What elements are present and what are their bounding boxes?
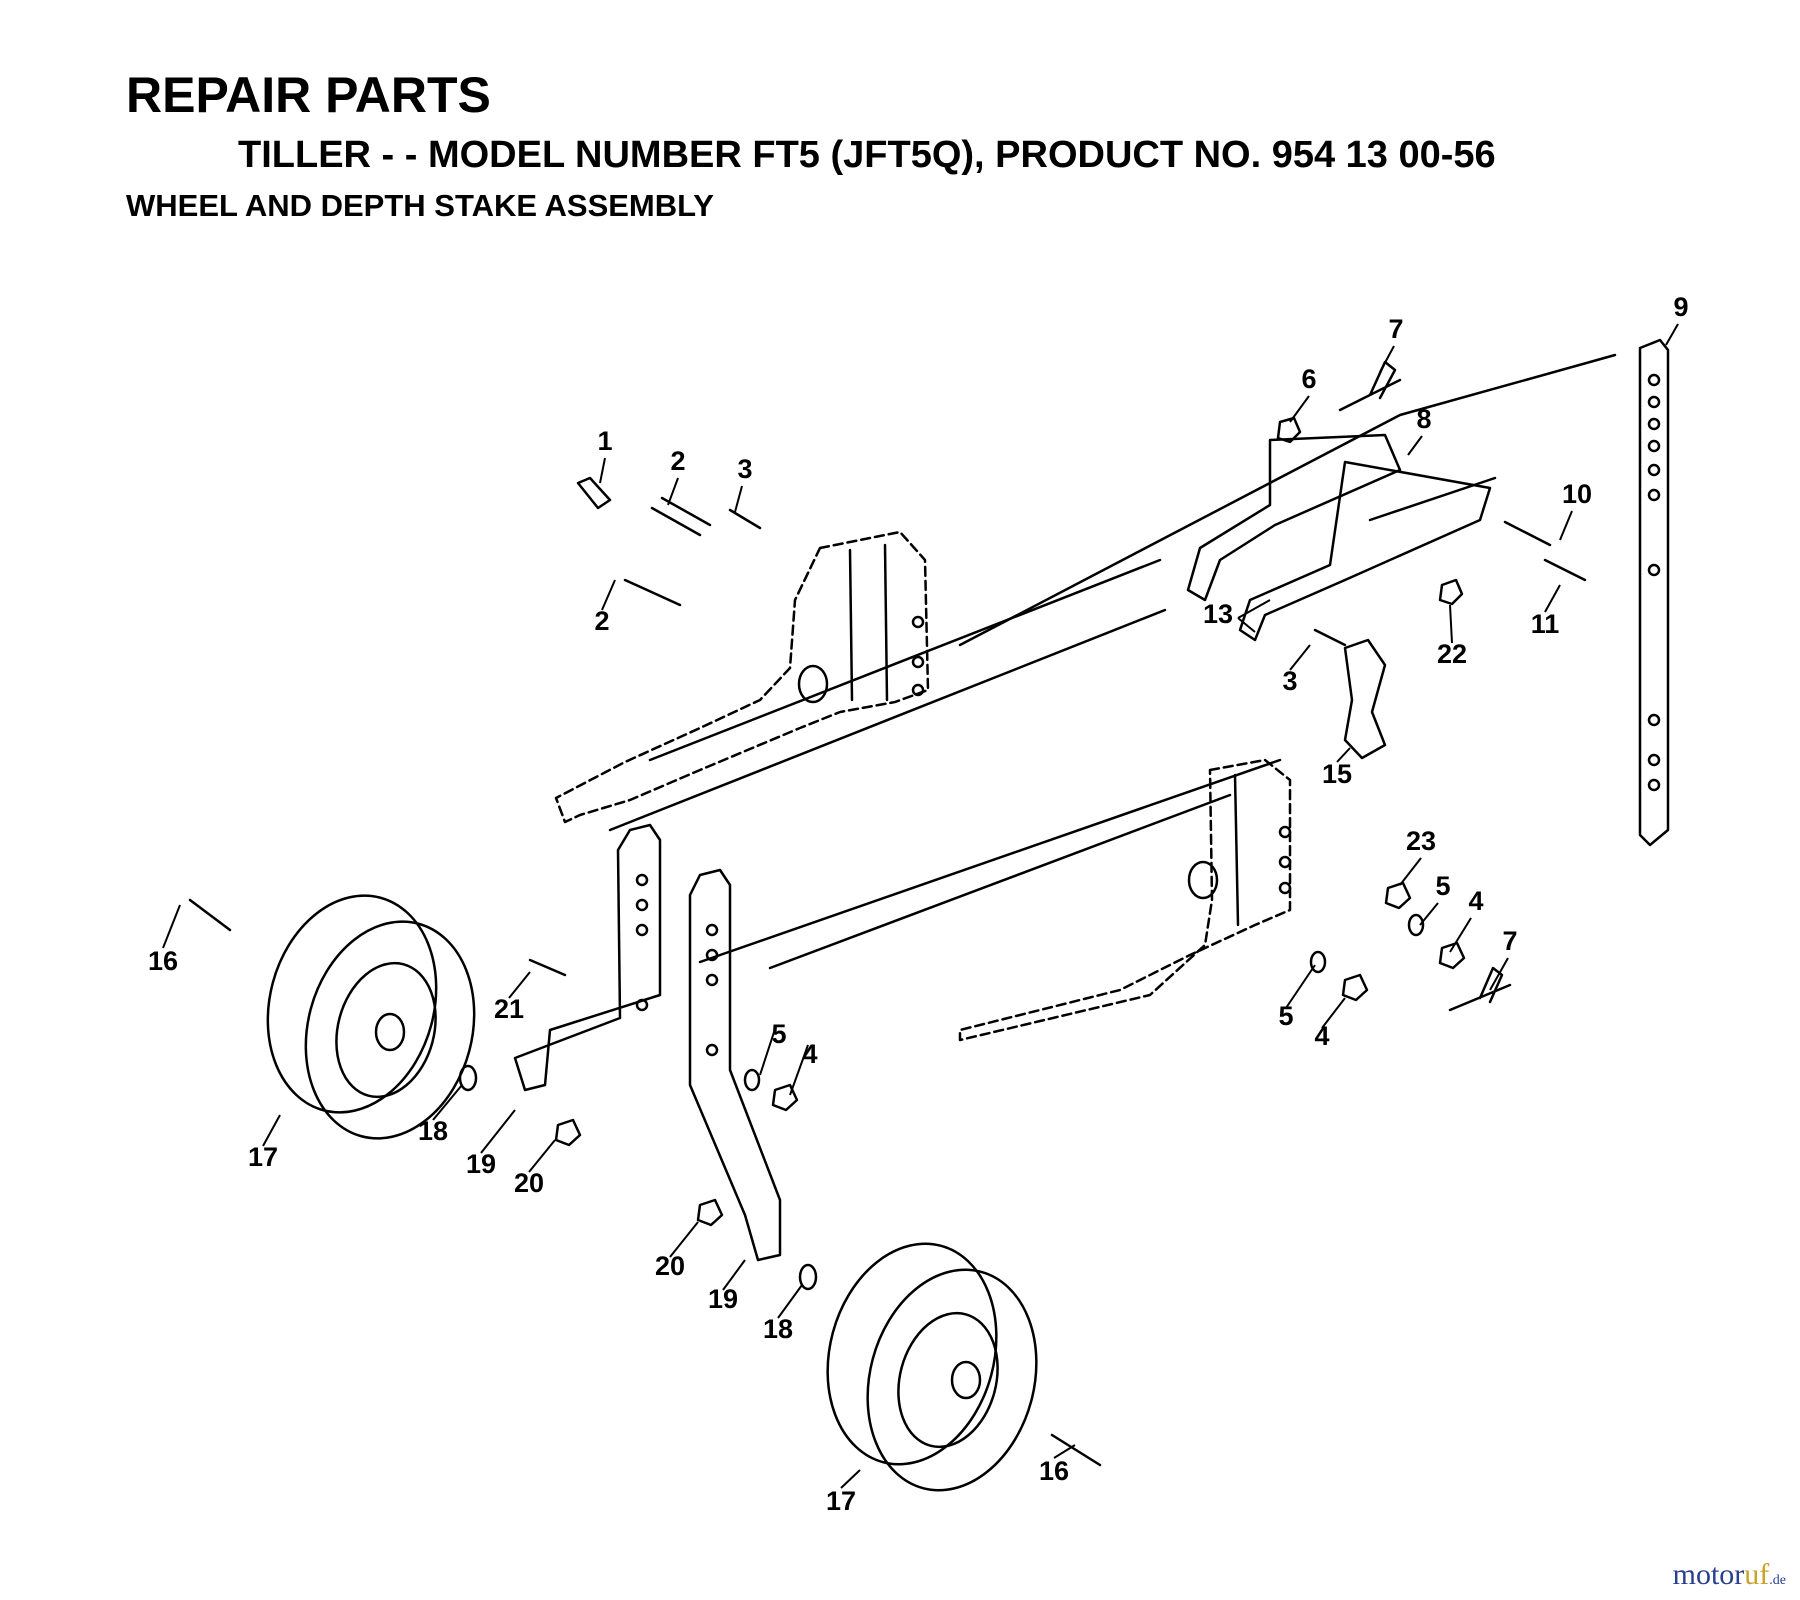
callout-23: 23: [1406, 826, 1436, 856]
callout-3: 3: [1282, 666, 1297, 696]
depth-stake-plate: [1186, 433, 1492, 642]
callout-19: 19: [466, 1149, 496, 1179]
callout-2: 2: [670, 446, 685, 476]
callout-17: 17: [826, 1486, 856, 1516]
front-bracket-frame: [958, 758, 1292, 1042]
depth-stake-bar: [1638, 338, 1670, 847]
tie-line: [768, 793, 1232, 970]
callout-6: 6: [1301, 364, 1316, 394]
callout-10: 10: [1562, 479, 1592, 509]
wheel-right: [826, 1242, 1038, 1492]
nut-hardware: [554, 416, 1466, 1227]
tie-line: [958, 353, 1617, 647]
callout-13: 13: [1203, 599, 1233, 629]
tie-line: [608, 608, 1167, 832]
tie-line: [698, 758, 1282, 964]
callout-20: 20: [514, 1168, 544, 1198]
callout-18: 18: [763, 1314, 793, 1344]
callout-18: 18: [418, 1116, 448, 1146]
wheel-arm-right: [688, 868, 782, 1262]
watermark: motoruf.de: [1672, 1558, 1786, 1591]
callout-7: 7: [1502, 926, 1517, 956]
callout-4: 4: [1468, 886, 1483, 916]
callout-15: 15: [1322, 759, 1352, 789]
callout-17: 17: [248, 1142, 278, 1172]
callout-7: 7: [1388, 314, 1403, 344]
callout-2: 2: [594, 606, 609, 636]
wheel-left: [266, 894, 476, 1140]
callout-3: 3: [737, 454, 752, 484]
callout-8: 8: [1416, 404, 1431, 434]
callout-4: 4: [802, 1039, 817, 1069]
hair-pin-clip: [1338, 360, 1512, 1012]
wheel-arm-left: [513, 823, 662, 1092]
callout-11: 11: [1531, 609, 1560, 639]
assembly-heading: WHEEL AND DEPTH STAKE ASSEMBLY: [126, 188, 714, 223]
callout-9: 9: [1673, 292, 1688, 322]
callout-4: 4: [1314, 1021, 1329, 1051]
callout-16: 16: [148, 946, 178, 976]
callout-1: 1: [597, 426, 612, 456]
bolt-hardware: [188, 476, 1587, 1467]
washer-hardware: [458, 913, 1425, 1291]
callout-21: 21: [494, 994, 524, 1024]
callout-22: 22: [1437, 639, 1467, 669]
rear-axle-frame: [554, 530, 930, 824]
depth-stake-clamp: [1343, 638, 1387, 760]
model-subtitle: TILLER - - MODEL NUMBER FT5 (JFT5Q), PRO…: [238, 134, 1496, 176]
tie-line: [648, 558, 1162, 762]
callout-5: 5: [1435, 871, 1450, 901]
page-title: REPAIR PARTS: [126, 67, 491, 123]
callout-16: 16: [1039, 1456, 1069, 1486]
callout-5: 5: [1278, 1001, 1293, 1031]
